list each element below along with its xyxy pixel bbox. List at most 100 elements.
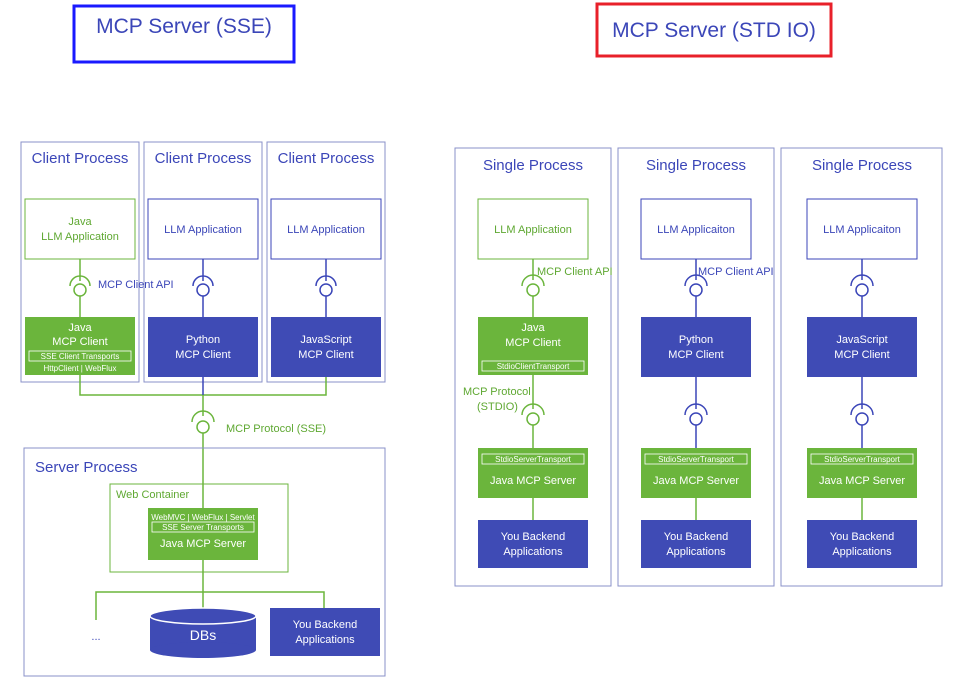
stdio-javascript-client-api-connector (850, 259, 874, 317)
python-llm-app-label: LLM Application (164, 224, 242, 236)
stdio-python-backend-box (641, 520, 751, 568)
stdio-javascript-llm-app-box (806, 198, 918, 260)
sse-title: MCP Server (SSE) (96, 15, 272, 38)
stdio-java-backend-label: Applications (503, 546, 563, 558)
stdio-title-frame (595, 2, 833, 58)
client-api-connector-python (192, 259, 214, 317)
stdio-server-transport-box (481, 453, 585, 465)
mcp-protocol-stdio-label: (STDIO) (477, 401, 518, 413)
sse-client-transport-box (28, 350, 132, 362)
java-mcp-server-label: Java MCP Server (160, 538, 246, 550)
stdio-python-mcp-client-label: MCP Client (668, 349, 723, 361)
javascript-mcp-client-label: MCP Client (298, 349, 353, 361)
sse-client-transports-label: SSE Client Transports (41, 352, 120, 361)
stdio-javascript-backend-label: Applications (832, 546, 892, 558)
web-container-label: Web Container (116, 489, 190, 501)
stdio-title: MCP Server (STD IO) (612, 19, 816, 42)
mcp-client-api-label: MCP Client API (98, 279, 174, 291)
stdio-python-llm-app-label: LLM Applicaiton (657, 224, 735, 236)
stdio-client-transport-box (481, 360, 585, 372)
sse-protocol-connector (191, 395, 215, 508)
stdio-java-llm-app-box (477, 198, 589, 260)
client-process-title: Client Process (278, 150, 375, 167)
stdio-javascript-backend-box (807, 520, 917, 568)
java-mcp-client-label: MCP Client (52, 336, 107, 348)
single-process-box-java (454, 147, 612, 587)
client-api-connector-java (69, 259, 91, 317)
stdio-python-mcp-server-box (641, 448, 751, 498)
stdio-python-protocol-connector (684, 377, 708, 448)
stdio-javascript-mcp-client-label: MCP Client (834, 349, 889, 361)
javascript-mcp-client-box (271, 317, 381, 377)
stdio-javascript-mcp-client-label: JavaScript (836, 334, 887, 346)
web-container-box (109, 483, 289, 573)
server-web-stack-label: WebMVC | WebFlux | Servlet (151, 513, 255, 522)
client-api-connector-javascript (315, 259, 337, 317)
stdio-java-mcp-server-box (478, 448, 588, 498)
db-cylinder (149, 607, 257, 658)
single-process-title: Single Process (483, 157, 583, 174)
stdio-mcp-client-api-label: MCP Client API (537, 266, 613, 278)
stdio-mcp-client-api-label: MCP Client API (698, 266, 774, 278)
sse-client-transports-sub: HttpClient | WebFlux (43, 364, 116, 373)
python-mcp-client-label: Python (186, 334, 220, 346)
stdio-java-mcp-client-box (478, 317, 588, 375)
stdio-java-mcp-client-label: MCP Client (505, 337, 560, 349)
python-mcp-client-box (148, 317, 258, 377)
stdio-server-transport-label: StdioServerTransport (495, 455, 572, 464)
stdio-java-llm-app-label: LLM Application (494, 224, 572, 236)
sse-backend-box (270, 608, 380, 656)
mcp-protocol-sse-label: MCP Protocol (SSE) (226, 423, 326, 435)
sse-backend-label: Applications (295, 634, 355, 646)
single-process-title: Single Process (646, 157, 746, 174)
db-label: DBs (190, 627, 216, 643)
mcp-protocol-stdio-label: MCP Protocol (463, 386, 531, 398)
stdio-python-mcp-server-label: Java MCP Server (653, 475, 739, 487)
java-mcp-server-box (148, 508, 258, 560)
stdio-server-transport-box (810, 453, 914, 465)
stdio-javascript-mcp-server-box (807, 448, 917, 498)
java-llm-app-label: LLM Application (41, 231, 119, 243)
javascript-llm-application-box (270, 198, 382, 260)
java-mcp-client-box (25, 317, 135, 375)
stdio-javascript-protocol-connector (850, 377, 874, 448)
server-process-title: Server Process (35, 459, 138, 476)
stdio-client-transport-label: StdioClientTransport (497, 362, 570, 371)
stdio-server-transport-label: StdioServerTransport (658, 455, 735, 464)
stdio-python-llm-app-box (640, 198, 752, 260)
stdio-python-backend-label: You Backend (664, 531, 728, 543)
single-process-box-javascript (780, 147, 943, 587)
python-mcp-client-label: MCP Client (175, 349, 230, 361)
stdio-java-backend-label: You Backend (501, 531, 565, 543)
sse-server-transports-label: SSE Server Transports (162, 523, 244, 532)
java-llm-app-label: Java (68, 216, 92, 228)
ellipsis-text: ... (91, 631, 100, 643)
server-fanout-lines (95, 560, 325, 620)
client-process-title: Client Process (155, 150, 252, 167)
java-mcp-client-label: Java (68, 322, 92, 334)
client-process-title: Client Process (32, 150, 129, 167)
stdio-javascript-mcp-server-label: Java MCP Server (819, 475, 905, 487)
stdio-python-client-api-connector (684, 259, 708, 317)
stdio-java-backend-box (478, 520, 588, 568)
server-process-box (23, 447, 386, 677)
single-process-box-python (617, 147, 775, 587)
python-llm-application-box (147, 198, 259, 260)
javascript-mcp-client-label: JavaScript (300, 334, 351, 346)
stdio-javascript-mcp-client-box (807, 317, 917, 377)
single-process-title: Single Process (812, 157, 912, 174)
stdio-java-protocol-connector (521, 375, 545, 448)
javascript-llm-app-label: LLM Application (287, 224, 365, 236)
java-llm-application-box (24, 198, 136, 260)
stdio-server-transport-box (644, 453, 748, 465)
stdio-python-backend-label: Applications (666, 546, 726, 558)
stdio-python-mcp-client-label: Python (679, 334, 713, 346)
stdio-python-mcp-client-box (641, 317, 751, 377)
stdio-java-client-api-connector (521, 259, 545, 317)
sse-backend-label: You Backend (293, 619, 357, 631)
stdio-java-mcp-server-label: Java MCP Server (490, 475, 576, 487)
sse-title-frame (72, 4, 296, 64)
stdio-server-transport-label: StdioServerTransport (824, 455, 901, 464)
stdio-java-mcp-client-label: Java (521, 322, 545, 334)
